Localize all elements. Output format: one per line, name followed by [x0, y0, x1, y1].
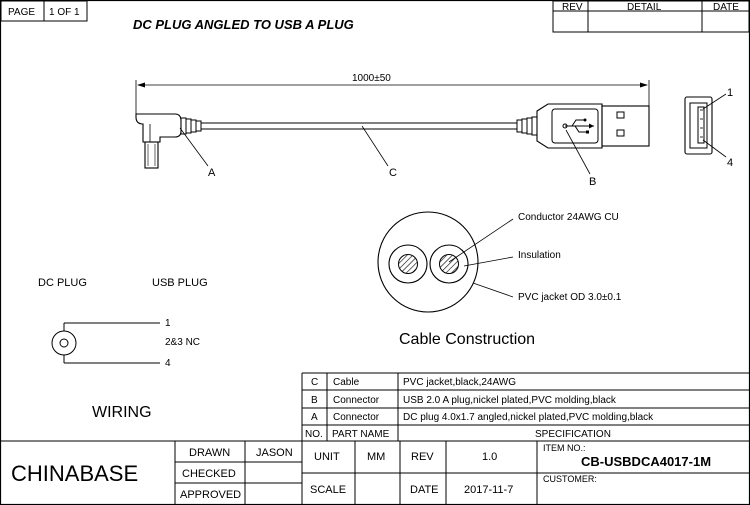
- detail-header: DETAIL: [627, 2, 662, 13]
- drawn-by: JASON: [256, 447, 293, 459]
- unit-value: MM: [367, 451, 385, 463]
- insulation-label: Insulation: [518, 250, 561, 261]
- date-value: 2017-11-7: [464, 484, 513, 496]
- cable-construction-caption: Cable Construction: [399, 331, 535, 348]
- bom-row-b-no: B: [311, 395, 318, 406]
- bom-header-no: NO.: [305, 429, 323, 440]
- callout-b: B: [589, 176, 596, 188]
- usb-a-plug: [516, 103, 650, 149]
- end-view-pin-4: 4: [727, 157, 733, 169]
- customer-label: CUSTOMER:: [543, 474, 597, 484]
- date-label: DATE: [410, 484, 439, 496]
- bom-row-c-part: Cable: [333, 377, 360, 388]
- unit-label: UNIT: [314, 451, 340, 463]
- bom-header-specification: SPECIFICATION: [535, 429, 611, 440]
- date-header: DATE: [713, 2, 739, 13]
- wiring-pin-4: 4: [165, 358, 171, 369]
- page-label: PAGE: [8, 7, 35, 18]
- end-view-pin-1: 1: [727, 87, 733, 99]
- rev-value: 1.0: [482, 451, 497, 463]
- bom-row-a-no: A: [311, 412, 318, 423]
- callout-a: A: [208, 167, 216, 179]
- dc-plug-angled: [135, 113, 202, 169]
- usb-end-view: 1 4: [684, 87, 733, 169]
- company-name: CHINABASE: [11, 461, 138, 486]
- length-dimension: 1000±50: [135, 73, 650, 114]
- page-value: 1 OF 1: [49, 7, 80, 18]
- length-label: 1000±50: [352, 73, 391, 84]
- scale-label: SCALE: [310, 484, 346, 496]
- jacket-label: PVC jacket OD 3.0±0.1: [518, 292, 622, 303]
- wiring-dc-plug-label: DC PLUG: [38, 277, 87, 289]
- bom-table: C Cable PVC jacket,black,24AWG B Connect…: [301, 372, 749, 441]
- cable: [201, 122, 517, 130]
- bom-row-c-spec: PVC jacket,black,24AWG: [403, 377, 516, 388]
- wiring-usb-plug-label: USB PLUG: [152, 277, 208, 289]
- rev-label: REV: [411, 451, 434, 463]
- bom-header-part-name: PART NAME: [332, 429, 390, 440]
- checked-label: CHECKED: [182, 468, 236, 480]
- title-block: CHINABASE DRAWN JASON CHECKED APPROVED U…: [0, 440, 749, 504]
- callouts: A C B: [179, 125, 596, 188]
- page-box: PAGE 1 OF 1: [0, 0, 88, 22]
- bom-row-a-spec: DC plug 4.0x1.7 angled,nickel plated,PVC…: [403, 412, 654, 423]
- callout-c: C: [389, 167, 397, 179]
- bom-row-b-spec: USB 2.0 A plug,nickel plated,PVC molding…: [403, 395, 617, 406]
- rev-header: REV: [562, 2, 583, 13]
- drawn-label: DRAWN: [189, 447, 230, 459]
- wiring-caption: WIRING: [92, 404, 152, 421]
- conductor-label: Conductor 24AWG CU: [518, 212, 619, 223]
- bom-row-c-no: C: [311, 377, 318, 388]
- item-no-value: CB-USBDCA4017-1M: [581, 454, 711, 469]
- wiring-pin-1: 1: [165, 318, 171, 329]
- cable-assembly-drawing: 1000±50: [135, 73, 733, 188]
- bom-row-a-part: Connector: [333, 412, 380, 423]
- cable-cross-section: Conductor 24AWG CU Insulation PVC jacket…: [377, 211, 622, 348]
- wiring-diagram: DC PLUG USB PLUG 1 2&3 NC 4 WIRING: [38, 277, 208, 421]
- wiring-pin-nc: 2&3 NC: [165, 337, 200, 348]
- revision-table: REV DETAIL DATE: [552, 0, 750, 33]
- bom-row-b-part: Connector: [333, 395, 380, 406]
- item-no-label: ITEM NO.:: [543, 443, 586, 453]
- usb-symbol-icon: [562, 118, 594, 134]
- drawing-title: DC PLUG ANGLED TO USB A PLUG: [133, 17, 354, 32]
- approved-label: APPROVED: [180, 489, 241, 501]
